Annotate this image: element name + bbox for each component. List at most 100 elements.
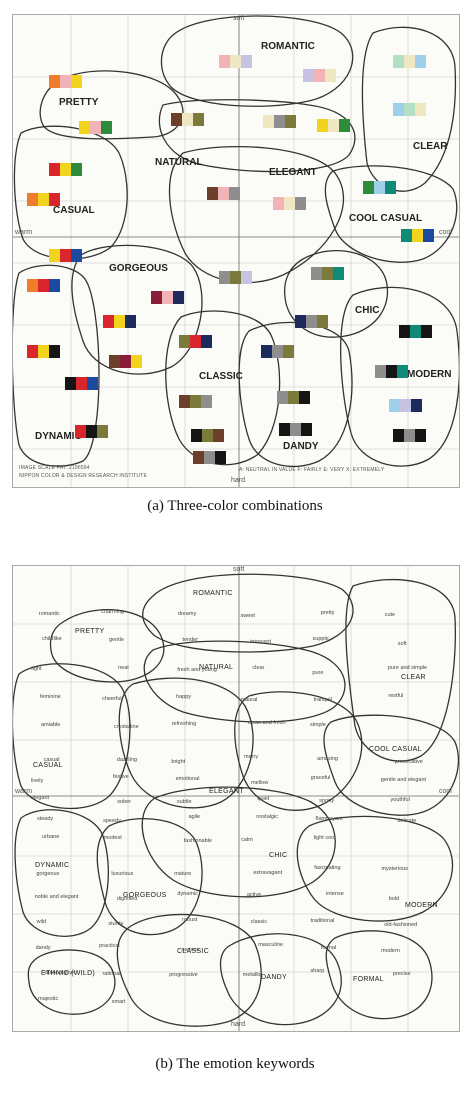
keyword-label: delicate <box>397 817 417 824</box>
swatch-coolcasual-2 <box>401 229 434 247</box>
keyword-label: neat <box>118 664 129 671</box>
keyword-label: tranquil <box>313 696 332 703</box>
swatch-clear-2 <box>393 103 426 121</box>
keyword-label: nostalgic <box>256 814 279 821</box>
color-chip <box>333 267 344 280</box>
keyword-label: refreshing <box>171 720 197 727</box>
color-chip <box>219 271 230 284</box>
keyword-label: mature <box>174 870 192 877</box>
color-chip <box>27 193 38 206</box>
color-chip <box>151 291 162 304</box>
keyword-label: practical <box>99 942 120 949</box>
color-chip <box>385 181 396 194</box>
swatch-natural-1 <box>171 113 204 131</box>
color-chip <box>60 75 71 88</box>
color-chip <box>193 451 204 464</box>
color-chip <box>230 271 241 284</box>
color-chip <box>27 345 38 358</box>
keyword-label: youthful <box>390 797 410 804</box>
keyword-label: speedy <box>103 818 121 825</box>
keyword-label: pretty <box>320 610 335 617</box>
color-chip <box>60 163 71 176</box>
keyword-label: fashionable <box>183 837 212 844</box>
keyword-label: sober <box>117 799 132 806</box>
keyword-label: dreamy <box>177 610 197 617</box>
color-chip <box>263 115 274 128</box>
pole-soft-label-b: soft <box>233 566 245 573</box>
swatch-chic-2 <box>295 315 328 333</box>
swatch-pretty-1 <box>49 75 82 93</box>
keyword-label: crystalline <box>114 723 139 730</box>
swatch-pretty-2 <box>79 121 112 139</box>
kw-region-classic: CLASSIC <box>177 948 210 955</box>
swatch-modern-2 <box>375 365 408 383</box>
color-chip <box>284 197 295 210</box>
region-pretty: PRETTY <box>59 97 99 108</box>
keyword-label: modest <box>103 834 122 841</box>
keyword-label: soft <box>397 641 407 648</box>
color-chip <box>393 103 404 116</box>
region-classic: CLASSIC <box>199 371 243 382</box>
keyword-label: amiable <box>41 722 61 728</box>
keyword-label: gentle and elegant <box>380 776 427 783</box>
kw-region-chic: CHIC <box>269 852 288 859</box>
swatch-modern-3 <box>389 399 422 417</box>
keyword-label: casual <box>43 757 60 764</box>
color-chip <box>179 395 190 408</box>
swatch-elegant-3 <box>207 187 240 205</box>
color-chip <box>404 429 415 442</box>
keyword-label: metallic <box>242 971 262 978</box>
color-chip <box>207 187 218 200</box>
color-chip <box>328 119 339 132</box>
color-chip <box>421 325 432 338</box>
pole-cool-label: cool <box>439 229 452 236</box>
color-chip <box>179 335 190 348</box>
swatch-modern-1 <box>399 325 432 343</box>
swatch-elegant-5 <box>219 271 252 289</box>
color-chip <box>317 315 328 328</box>
color-chip <box>204 451 215 464</box>
kw-region-clear: CLEAR <box>401 674 426 681</box>
region-romantic: ROMANTIC <box>261 41 315 52</box>
color-chip <box>49 193 60 206</box>
color-chip <box>375 365 386 378</box>
keyword-label: lively <box>31 778 44 785</box>
swatch-classic-3 <box>191 429 224 447</box>
keyword-label: supple <box>312 635 329 642</box>
keyword-label: provocative <box>394 759 423 766</box>
keyword-label: happy <box>176 693 192 700</box>
color-chip <box>400 399 411 412</box>
color-chip <box>120 355 131 368</box>
color-chip <box>38 345 49 358</box>
keyword-label: merry <box>244 754 259 761</box>
kw-region-pretty: PRETTY <box>75 628 105 635</box>
region-chic: CHIC <box>355 305 380 316</box>
color-chip <box>114 315 125 328</box>
keyword-label: old-fashioned <box>384 921 418 928</box>
color-chip <box>415 103 426 116</box>
color-chip <box>182 113 193 126</box>
swatch-classic-2 <box>179 395 212 413</box>
color-chip <box>218 187 229 200</box>
panel-b-grid <box>13 566 459 1031</box>
pole-warm-label-b: warm <box>15 788 33 795</box>
color-chip <box>363 181 374 194</box>
swatch-elegant-1 <box>263 115 296 133</box>
color-chip <box>90 121 101 134</box>
color-chip <box>311 267 322 280</box>
keyword-label: fascinating <box>314 865 341 872</box>
swatch-casual-1 <box>49 163 82 181</box>
pole-soft-label: soft <box>233 15 245 22</box>
swatch-elegant-4 <box>273 197 306 215</box>
swatch-classic-4 <box>193 451 226 469</box>
color-chip <box>71 249 82 262</box>
color-chip <box>230 55 241 68</box>
keyword-label: formal <box>320 944 337 951</box>
color-chip <box>273 197 284 210</box>
color-chip <box>109 355 120 368</box>
keyword-label: amusing <box>317 755 338 762</box>
swatch-gorgeous-1 <box>151 291 184 309</box>
region-gorgeous: GORGEOUS <box>109 263 168 274</box>
swatch-elegant-2 <box>317 119 350 137</box>
pole-cool-label-b: cool <box>439 788 452 795</box>
